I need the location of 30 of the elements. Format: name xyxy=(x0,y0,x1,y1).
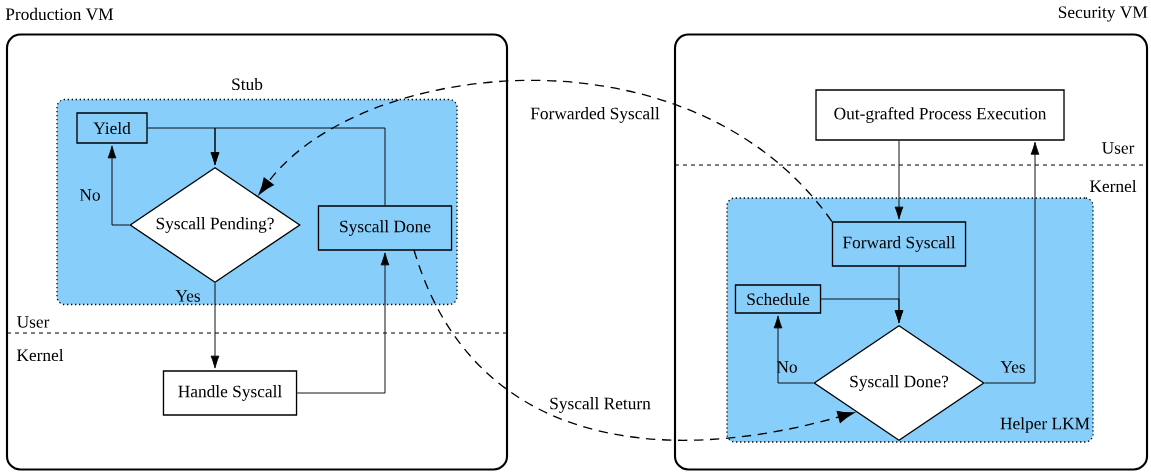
edge-label: No xyxy=(79,189,100,201)
heading: Helper LKM xyxy=(1000,417,1090,433)
edge-label: Syscall Return xyxy=(550,397,651,413)
layer-label: User xyxy=(17,316,50,328)
layer-label: Kernel xyxy=(1089,179,1137,193)
arrow xyxy=(210,282,220,369)
edge-label: Forwarded Syscall xyxy=(530,107,660,123)
arrow xyxy=(107,145,130,226)
process-box: Syscall Done xyxy=(317,205,453,251)
arrow xyxy=(210,127,386,206)
heading: Production VM xyxy=(5,7,114,21)
arrow xyxy=(820,298,904,324)
edge-label: Yes xyxy=(175,290,200,302)
process-box: Schedule xyxy=(734,284,822,314)
arrow xyxy=(984,141,1040,384)
heading: Stub xyxy=(232,77,263,91)
process-box: Forward Syscall xyxy=(831,221,967,267)
curved-arrow xyxy=(413,249,855,441)
layer-label: User xyxy=(1102,142,1135,154)
curved-arrow xyxy=(258,79,833,222)
process-box: Out-grafted Process Execution xyxy=(815,89,1065,141)
process-box: Yield xyxy=(76,112,148,144)
arrow xyxy=(773,315,814,384)
arrow xyxy=(894,140,904,220)
process-box: Handle Syscall xyxy=(162,370,298,416)
edge-label: Yes xyxy=(1000,361,1025,373)
edge-label: No xyxy=(776,361,797,373)
heading: Security VM xyxy=(1058,6,1148,22)
arrow xyxy=(296,252,390,394)
layer-label: Kernel xyxy=(16,348,64,362)
